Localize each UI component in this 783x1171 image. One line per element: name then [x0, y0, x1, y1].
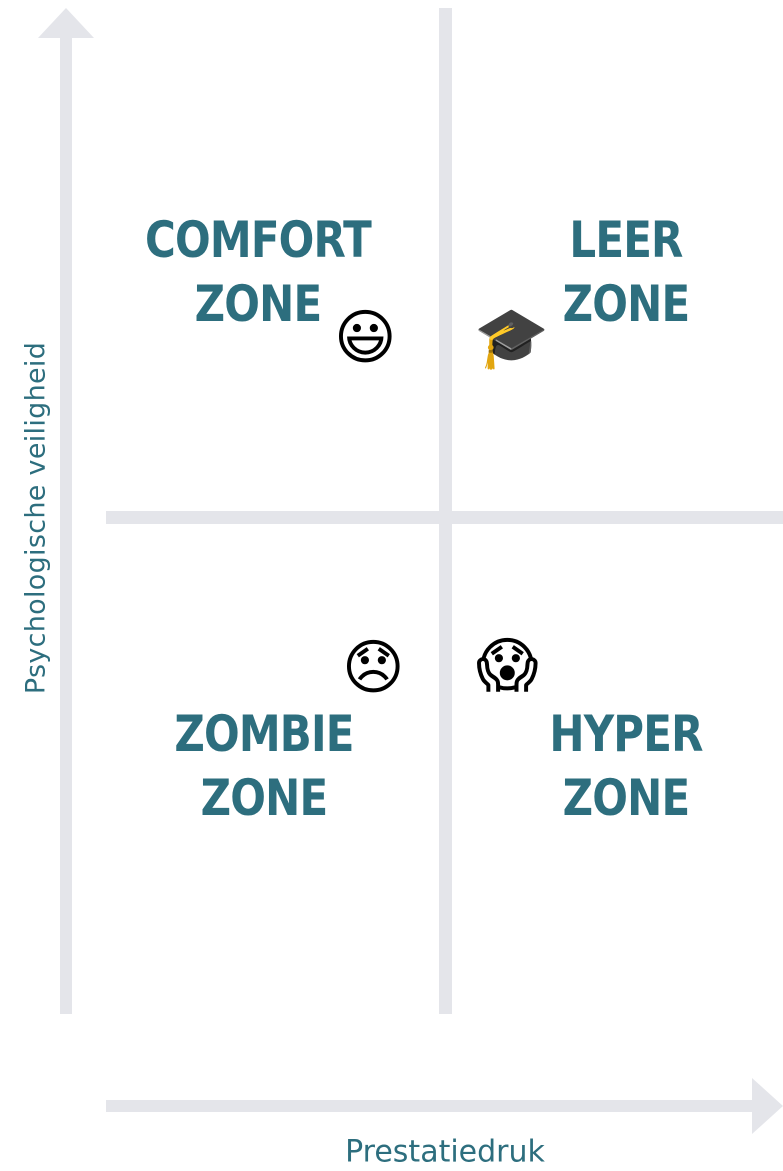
hyper-zone-line1: HYPER: [549, 705, 703, 763]
y-axis-line: [60, 34, 72, 1014]
horizontal-quadrant-divider: [106, 511, 783, 524]
screaming-face-icon: 😱: [476, 631, 539, 701]
zombie-zone-line2: ZONE: [200, 769, 328, 827]
y-axis-label: Psychologische veiligheid: [20, 341, 52, 695]
leer-zone-line1: LEER: [569, 211, 683, 269]
hyper-zone-label: HYPER ZONE: [476, 702, 776, 830]
x-axis-arrowhead: [752, 1078, 783, 1134]
zombie-zone-label: ZOMBIE ZONE: [114, 702, 414, 830]
graduation-cap-icon: 🎓: [474, 303, 549, 373]
x-axis-line: [106, 1100, 756, 1112]
smiling-face-icon: 😃: [334, 303, 397, 373]
leer-zone-line2: ZONE: [562, 275, 690, 333]
comfort-zone-label: COMFORT ZONE: [108, 208, 408, 336]
comfort-zone-line1: COMFORT: [145, 211, 372, 269]
y-axis-arrowhead: [38, 8, 94, 38]
leer-zone-label: LEER ZONE: [476, 208, 776, 336]
x-axis-label: Prestatiedruk: [345, 1134, 545, 1170]
comfort-zone-line2: ZONE: [194, 275, 322, 333]
disappointed-face-icon: 😞: [342, 633, 405, 703]
zombie-zone-line1: ZOMBIE: [174, 705, 354, 763]
hyper-zone-line2: ZONE: [562, 769, 690, 827]
